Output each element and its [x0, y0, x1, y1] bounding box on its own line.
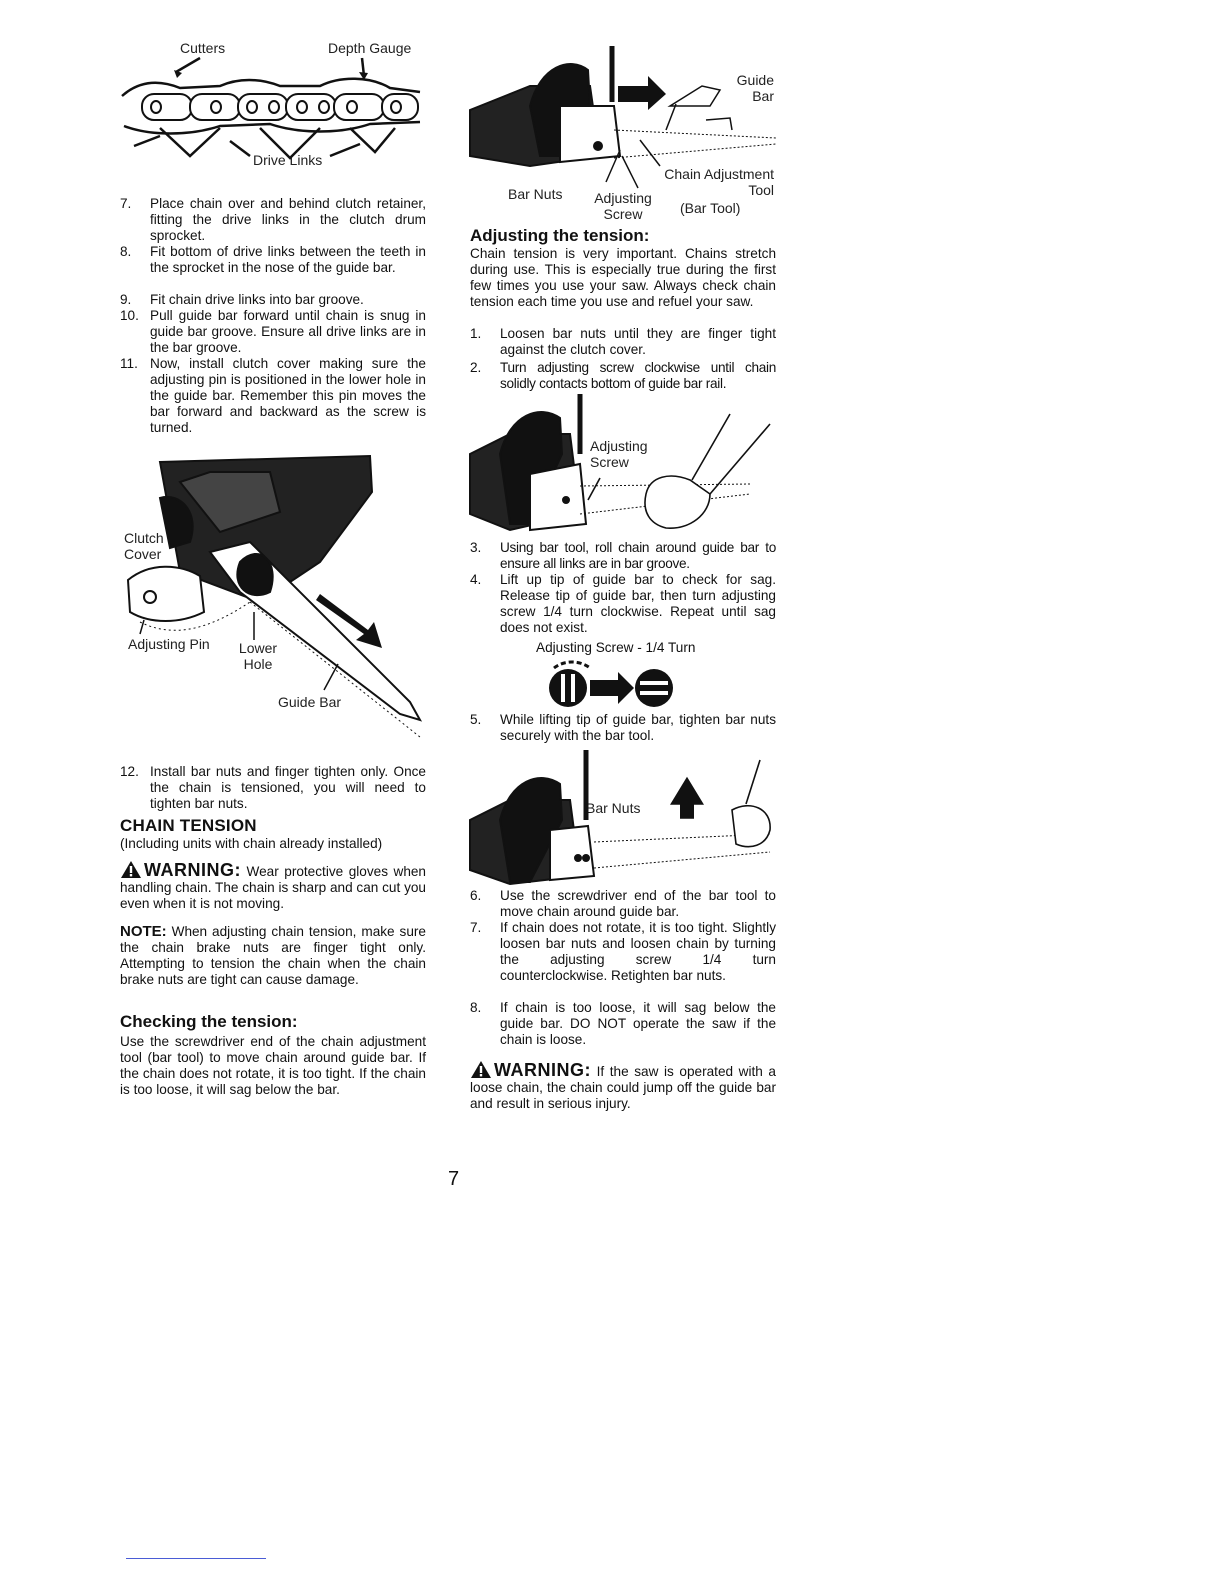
checking-heading: Checking the tension:: [120, 1012, 298, 1031]
list-item: 11. Now, install clutch cover making sur…: [120, 356, 426, 435]
list-item: 8. If chain is too loose, it will sag be…: [470, 1000, 776, 1047]
adjusting-text: Chain tension is very important. Chains …: [470, 246, 776, 309]
adjusting-screw-figure: Adjusting Screw: [469, 394, 776, 534]
clutch-figure: Clutch Cover Adjusting Pin Lower Hole Gu…: [120, 452, 426, 742]
lower-hole-label: Lower Hole: [238, 640, 278, 672]
adjusting-screw-drawing: [469, 394, 771, 532]
list-item: 3. Using bar tool, roll chain around gui…: [470, 540, 776, 571]
drive-links-label: Drive Links: [253, 152, 323, 168]
adjusting-screw-label: Adjusting Screw: [594, 190, 652, 222]
chain-drawing: [121, 56, 421, 160]
list-item: 8. Fit bottom of drive links between the…: [120, 244, 426, 275]
guide-bar-label: Guide Bar: [736, 72, 774, 104]
warning-block-2: WARNING: If the saw is operated with a l…: [470, 1060, 776, 1112]
list-item: 1. Loosen bar nuts until they are finger…: [470, 326, 776, 357]
list-item: 5. While lifting tip of guide bar, tight…: [470, 712, 776, 743]
checking-text: Use the screwdriver end of the chain adj…: [120, 1034, 426, 1097]
adjusting-screw-label: Adjusting Screw: [590, 438, 648, 470]
bar-nuts-figure: Bar Nuts: [469, 750, 776, 886]
warning-triangle-icon: [471, 1061, 491, 1078]
warning-text: If the saw is operated with a loose chai…: [470, 1064, 776, 1111]
chain-tool-label: Chain Adjustment Tool: [664, 166, 774, 198]
list-item: 7. Place chain over and behind clutch re…: [120, 196, 426, 243]
cutters-label: Cutters: [180, 40, 226, 56]
note-label: NOTE:: [120, 923, 167, 940]
list-item: 4. Lift up tip of guide bar to check for…: [470, 572, 776, 635]
bar-tool-drawing: [469, 46, 777, 189]
bar-nuts-label: Bar Nuts: [586, 800, 641, 816]
clutch-cover-label: Clutch Cover: [124, 530, 164, 562]
bar-tool-figure: Guide Bar Chain Adjustment Tool (Bar Too…: [469, 46, 777, 222]
quarter-turn-caption: Adjusting Screw - 1/4 Turn: [536, 640, 696, 655]
footer-divider: [126, 1558, 266, 1559]
warning-triangle-icon: [121, 861, 141, 878]
list-item: 2. Turn adjusting screw clockwise until …: [470, 360, 776, 391]
list-item: 7. If chain does not rotate, it is too t…: [470, 920, 776, 983]
note-block: NOTE: When adjusting chain tension, make…: [120, 924, 426, 988]
clutch-drawing: [126, 454, 423, 738]
note-text: When adjusting chain tension, make sure …: [120, 924, 426, 987]
list-item: 9. Fit chain drive links into bar groove…: [120, 292, 364, 307]
bar-tool-label: (Bar Tool): [680, 200, 741, 216]
warning-label: WARNING:: [494, 1060, 591, 1080]
chain-tension-subtitle: (Including units with chain already inst…: [120, 836, 383, 851]
warning-label: WARNING:: [144, 860, 241, 880]
depth-gauge-label: Depth Gauge: [328, 40, 412, 56]
warning-block: WARNING: Wear protective gloves when han…: [120, 860, 426, 912]
bar-nuts-label: Bar Nuts: [508, 186, 563, 202]
page-number: 7: [448, 1168, 460, 1190]
chain-figure: Cutters Depth Gauge Drive Links: [120, 36, 426, 176]
quarter-turn-diagram: [549, 660, 673, 707]
bar-nuts-drawing: [469, 750, 771, 886]
list-item: 12. Install bar nuts and finger tighten …: [120, 764, 426, 811]
list-item: 10. Pull guide bar forward until chain i…: [120, 308, 426, 355]
quarter-fraction: 1/4: [645, 640, 665, 655]
guide-bar-label: Guide Bar: [278, 694, 342, 710]
warning-text: Wear protective gloves when handling cha…: [120, 864, 426, 911]
list-item: 6. Use the screwdriver end of the bar to…: [470, 888, 776, 919]
chain-tension-heading: CHAIN TENSION: [120, 816, 257, 835]
adjusting-heading: Adjusting the tension:: [470, 226, 650, 245]
adjusting-pin-label: Adjusting Pin: [128, 636, 210, 652]
